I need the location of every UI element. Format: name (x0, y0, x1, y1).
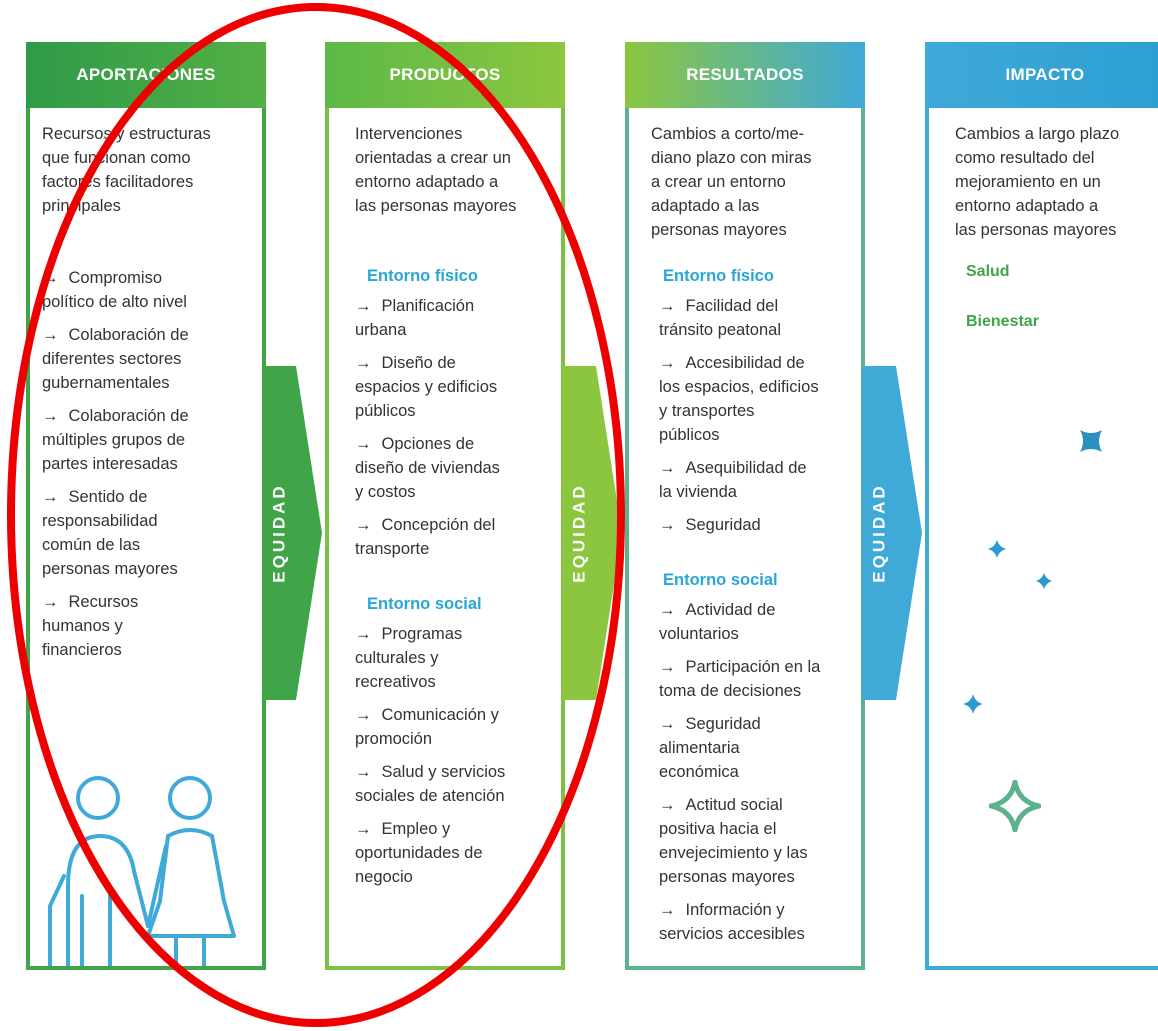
impact-item-salud: Salud (966, 263, 1010, 280)
column-title-impacto: IMPACTO (1005, 65, 1085, 84)
list-item: →Salud y servicios sociales de atención (355, 763, 506, 805)
list-item: →Sentido de responsabilidad común de las… (42, 488, 178, 578)
description-impacto: Cambios a largo plazo como resultado del… (955, 125, 1120, 239)
arrow-right-icon: → (355, 435, 372, 453)
list-item: →Concepción del transporte (355, 516, 496, 558)
arrow-right-icon: → (42, 407, 59, 425)
arrow-right-icon: → (355, 297, 372, 315)
column-title-resultados: RESULTADOS (686, 65, 804, 84)
list-item: →Diseño de espacios y edificios públicos (355, 354, 498, 420)
list-item: →Colaboración de diferentes sectores gub… (42, 326, 189, 392)
list-item: →Actividad de voluntarios (659, 601, 776, 643)
sparkle-icon (1036, 573, 1052, 589)
arrow-right-icon: → (355, 706, 372, 724)
list-item: →Seguridad (659, 516, 761, 534)
list-item: →Participación en la toma de decisiones (659, 658, 821, 700)
arrow-right-icon: → (42, 593, 59, 611)
arrow-right-icon: → (355, 516, 372, 534)
column-title-productos: PRODUCTOS (389, 65, 501, 84)
arrow-right-icon: → (659, 459, 676, 477)
list-item: →Accesibilidad de los espacios, edificio… (659, 354, 819, 444)
list-item: →Empleo y oportunidades de negocio (355, 820, 483, 886)
column-header-impacto: IMPACTO (925, 42, 1158, 108)
list-item: →Colaboración de múltiples grupos de par… (42, 407, 189, 473)
arrow-right-icon: → (659, 796, 676, 814)
column-impacto: IMPACTO Cambios a largo plazo como resul… (925, 42, 1158, 970)
description-aportaciones: Recursos y estructuras que funcionan com… (42, 125, 211, 215)
arrow-right-icon: → (355, 354, 372, 372)
arrow-right-icon: → (659, 901, 676, 919)
column-header-resultados: RESULTADOS (625, 42, 865, 108)
arrow-right-icon: → (659, 516, 676, 534)
column-header-productos: PRODUCTOS (325, 42, 565, 108)
arrow-right-icon: → (42, 326, 59, 344)
list-resultados: Entorno físico →Facilidad del tránsito p… (659, 264, 820, 955)
section-title-entorno-fisico: Entorno físico (663, 267, 774, 285)
column-aportaciones: APORTACIONES Recursos y estructuras que … (26, 42, 266, 970)
arrow-right-icon: → (42, 269, 59, 287)
section-title-entorno-social: Entorno social (663, 571, 778, 589)
list-item: →Facilidad del tránsito peatonal (659, 297, 782, 339)
equity-arrow-1: EQUIDAD (262, 366, 322, 700)
equity-label: EQUIDAD (870, 483, 889, 583)
arrow-right-icon: → (659, 354, 676, 372)
arrow-right-icon: → (659, 601, 676, 619)
column-header-aportaciones: APORTACIONES (26, 42, 266, 108)
equity-arrow-3: EQUIDAD (862, 366, 922, 700)
sparkle-icon (989, 780, 1041, 832)
description-resultados: Cambios a corto/me- diano plazo con mira… (651, 125, 812, 239)
arrow-right-icon: → (659, 715, 676, 733)
list-productos: Entorno físico →Planificación urbana →Di… (355, 264, 505, 898)
arrow-right-icon: → (659, 297, 676, 315)
list-item: →Actitud social positiva hacia el enveje… (659, 796, 808, 886)
section-title-entorno-social: Entorno social (367, 595, 482, 613)
equity-arrow-2: EQUIDAD (562, 366, 622, 700)
description-productos: Intervenciones orientadas a crear un ent… (355, 125, 517, 215)
section-title-entorno-fisico: Entorno físico (367, 267, 478, 285)
sparkle-icon (988, 540, 1006, 558)
list-item: →Opciones de diseño de viviendas y costo… (355, 435, 500, 501)
arrow-right-icon: → (42, 488, 59, 506)
column-resultados: RESULTADOS Cambios a corto/me- diano pla… (625, 42, 865, 970)
equity-arrow-shape (862, 366, 922, 700)
list-item: →Información y servicios accesibles (659, 901, 805, 943)
equity-label: EQUIDAD (570, 483, 589, 583)
arrow-right-icon: → (355, 820, 372, 838)
list-item: →Recursos humanos y financieros (42, 593, 139, 659)
list-item: →Planificación urbana (355, 297, 475, 339)
arrow-right-icon: → (355, 625, 372, 643)
list-item: →Seguridad alimentaria económica (659, 715, 761, 781)
sparkle-icon (1080, 430, 1102, 452)
arrow-right-icon: → (355, 763, 372, 781)
sparkle-icon (963, 694, 983, 714)
list-item: →Comunicación y promoción (355, 706, 499, 748)
list-item: →Compromiso político de alto nivel (42, 269, 187, 311)
list-item: →Asequibilidad de la vivienda (659, 459, 807, 501)
list-aportaciones: →Compromiso político de alto nivel →Cola… (42, 266, 189, 671)
arrow-right-icon: → (659, 658, 676, 676)
equity-label: EQUIDAD (270, 483, 289, 583)
column-productos: PRODUCTOS Intervenciones orientadas a cr… (325, 42, 565, 970)
impact-item-bienestar: Bienestar (966, 313, 1039, 330)
list-item: →Programas culturales y recreativos (355, 625, 463, 691)
column-title-aportaciones: APORTACIONES (76, 65, 216, 84)
elderly-couple-icon (48, 776, 236, 966)
